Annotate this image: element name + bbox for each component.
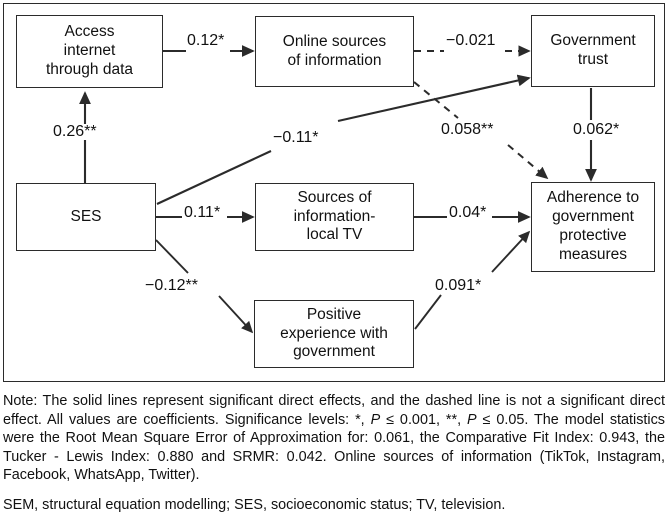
coefficient-ses-to-localtv: 0.11* (183, 204, 222, 221)
note-p-symbol-1: P (370, 411, 381, 428)
coefficient-ses-to-positive: −0.12** (144, 277, 199, 294)
path-diagram-edges (79, 45, 597, 334)
coefficient-online-to-trust: −0.021 (445, 32, 497, 49)
coefficient-access-to-online: 0.12* (186, 32, 226, 49)
node-access-internet[interactable]: Access internet through data (16, 15, 163, 88)
coefficient-online-to-adherence: 0.058** (440, 121, 495, 138)
coefficient-trust-to-adherence: 0.062* (572, 121, 621, 138)
edge-ses-positive-a (155, 239, 189, 274)
node-online-sources[interactable]: Online sources of information (255, 16, 414, 87)
node-label-line: Access (64, 23, 115, 41)
node-label-line: Online sources (282, 32, 387, 50)
node-adherence-measures[interactable]: Adherence to government protective measu… (531, 182, 655, 272)
figure-footnote: Note: The solid lines represent signific… (3, 392, 665, 514)
node-label-line: government (293, 343, 375, 361)
figure-note-paragraph: Note: The solid lines represent signific… (3, 392, 665, 485)
node-positive-experience[interactable]: Positive experience with government (254, 300, 414, 368)
node-label-line: information- (293, 207, 376, 225)
node-label-line: Sources of (297, 188, 372, 206)
node-label-line: Adherence to (546, 189, 640, 207)
node-label-line: through data (45, 60, 134, 78)
node-label-line: measures (558, 245, 628, 263)
node-label-line: of information (287, 51, 382, 69)
edge-positive-adherence-b (491, 230, 531, 273)
node-label-line: internet (63, 42, 116, 60)
coefficient-ses-to-access: 0.26** (52, 123, 98, 140)
edge-online-adherence-a (413, 81, 459, 119)
abbreviations-paragraph: SEM, structural equation modelling; SES,… (3, 496, 506, 513)
note-p-symbol-2: P (466, 411, 477, 428)
edge-positive-adherence-a (414, 294, 442, 330)
node-label-line: Positive (306, 305, 362, 323)
note-text-part-3: ≤ 0.05. The model statistics were the Ro… (3, 411, 665, 484)
edge-online-adherence-b (507, 144, 549, 180)
node-label-line: Government (550, 32, 636, 50)
edge-ses-trust-b (337, 74, 531, 123)
note-text-part-2: ≤ 0.001, **, (380, 411, 467, 428)
note-text-part-1: Note: The solid lines represent signific… (3, 393, 665, 428)
node-label-line: SES (70, 207, 102, 225)
node-label-line: trust (577, 51, 609, 68)
edge-ses-trust-a (156, 150, 272, 205)
node-sources-local-tv[interactable]: Sources of information- local TV (255, 183, 414, 251)
node-label-line: experience with (280, 324, 388, 342)
node-government-trust[interactable]: Government trust (531, 15, 655, 87)
edge-ses-positive-b (218, 295, 254, 334)
node-ses[interactable]: SES (16, 183, 156, 251)
node-label-line: government (552, 208, 634, 226)
coefficient-ses-to-trust: −0.11* (272, 129, 320, 146)
node-label-line: protective (559, 227, 627, 244)
node-label-line: local TV (306, 226, 363, 244)
coefficient-localtv-to-adherence: 0.04* (448, 204, 488, 221)
coefficient-positive-to-adherence: 0.091* (434, 277, 483, 294)
